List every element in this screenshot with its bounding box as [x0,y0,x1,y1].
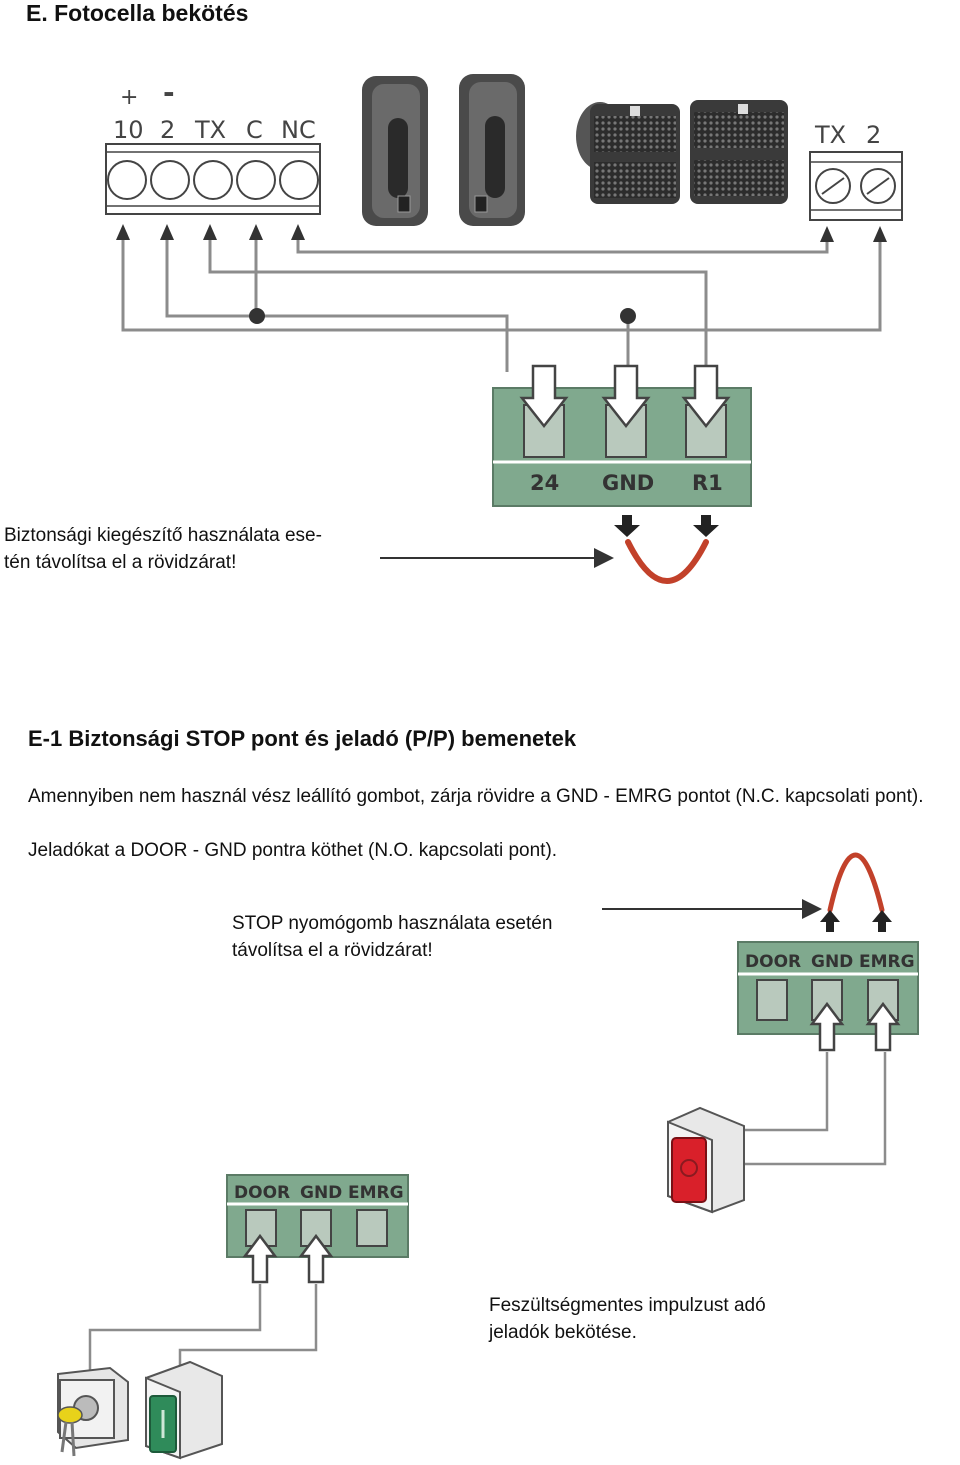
terminal-label-tx: TX [194,116,226,144]
section-title: E. Fotocella bekötés [26,0,249,26]
stop-button-wires [745,1052,887,1166]
paragraph-door: Jeladókat a DOOR - GND pontra köthet (N.… [28,840,558,861]
photocell-unit-3 [576,102,680,204]
note-remove-jumper-2: STOP nyomógomb használata esetén távolít… [232,910,552,964]
photocell-unit-1 [362,76,428,226]
control-board-24-gnd-r1: 24 GND R1 [492,364,752,507]
photocell-unit-2 [459,74,525,226]
paragraph-emrg: Amennyiben nem használ vész leállító gom… [28,786,924,807]
photocell-terminal-block: + - 10 2 TX C NC [105,76,321,215]
door-input-wires [88,1284,318,1375]
board3-label-emrg: EMRG [348,1183,404,1203]
wire-arrowheads [116,224,887,324]
tx-2-label: 2 [866,121,881,149]
note1-line1: Biztonsági kiegészítő használata ese- [4,525,322,546]
control-board-door-gnd-emrg-2: DOOR GND EMRG [226,1174,409,1284]
door-button-icon [145,1360,223,1460]
key-switch-icon [57,1366,129,1457]
board1-label-r1: R1 [692,471,723,495]
tx-label: TX [814,121,846,149]
stop-button-icon [667,1106,745,1214]
control-board-door-gnd-emrg-1: DOOR GND EMRG [737,852,919,1052]
note2-line1: STOP nyomógomb használata esetén [232,913,553,934]
note-remove-jumper-1: Biztonsági kiegészítő használata ese- té… [4,522,322,576]
note1-line2: tén távolítsa el a rövidzárat! [4,552,237,573]
board3-label-gnd: GND [300,1183,342,1203]
board1-label-gnd: GND [602,471,654,495]
subsection-title: E-1 Biztonsági STOP pont és jeladó (P/P)… [28,726,577,751]
polarity-plus-label: + [120,85,138,110]
board2-label-gnd: GND [811,952,853,972]
terminal-label-nc: NC [281,116,316,144]
note-dry-contact: Feszültségmentes impulzust adó jeladók b… [489,1292,766,1346]
note3-line1: Feszültségmentes impulzust adó [489,1295,766,1316]
board3-label-door: DOOR [234,1183,290,1203]
photocell-unit-4 [690,100,788,204]
transmitter-terminal-block: TX 2 [809,121,903,221]
terminal-label-10: 10 [113,116,144,144]
polarity-minus-label: - [163,76,175,109]
board2-label-door: DOOR [745,952,801,972]
note2-line2: távolítsa el a rövidzárat! [232,940,433,961]
jumper-gnd-r1 [614,515,719,584]
note3-line2: jeladók bekötése. [489,1322,637,1343]
terminal-label-2: 2 [160,116,175,144]
board2-label-emrg: EMRG [859,952,915,972]
board1-label-24: 24 [530,471,559,495]
wiring-lines [121,238,882,372]
terminal-label-c: C [246,116,263,144]
